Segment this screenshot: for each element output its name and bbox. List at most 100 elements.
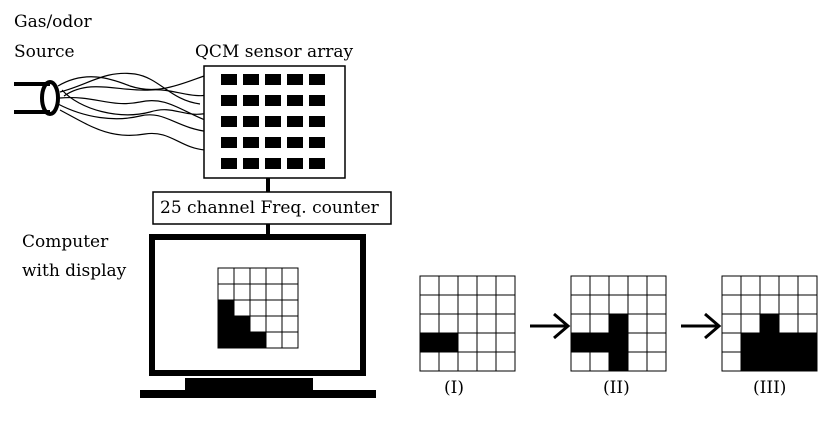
grid-cell-active bbox=[759, 313, 780, 334]
grid-cell-active bbox=[217, 315, 235, 333]
grid-cell-active bbox=[797, 332, 818, 353]
sensor-element bbox=[309, 137, 325, 148]
grid-cell-active bbox=[608, 351, 629, 372]
grid-cell bbox=[249, 267, 267, 285]
pattern-label-2: (II) bbox=[603, 378, 630, 398]
gas-flow-lines bbox=[57, 72, 216, 151]
grid-cell bbox=[281, 315, 299, 333]
monitor-base bbox=[140, 390, 376, 398]
gas-source-label-line1: Gas/odor bbox=[14, 12, 92, 32]
grid-cell bbox=[476, 294, 497, 315]
sensor-element bbox=[221, 116, 237, 127]
grid-cell bbox=[495, 351, 516, 372]
grid-cell-active bbox=[233, 315, 251, 333]
arrow-2-to-3 bbox=[681, 312, 722, 340]
grid-cell bbox=[627, 294, 648, 315]
grid-cell bbox=[419, 294, 440, 315]
grid-cell bbox=[281, 267, 299, 285]
grid-cell-active bbox=[589, 332, 610, 353]
grid-cell bbox=[589, 294, 610, 315]
grid-cell bbox=[217, 283, 235, 301]
grid-cell bbox=[457, 313, 478, 334]
grid-cell bbox=[721, 294, 742, 315]
grid-cell bbox=[217, 267, 235, 285]
sensor-elements bbox=[221, 74, 325, 169]
grid-cell bbox=[249, 299, 267, 317]
grid-cell bbox=[457, 332, 478, 353]
sensor-array-label: QCM sensor array bbox=[195, 42, 354, 62]
freq-counter-box bbox=[152, 191, 392, 225]
grid-cell bbox=[419, 275, 440, 296]
sensor-element bbox=[243, 116, 259, 127]
grid-cell bbox=[627, 275, 648, 296]
grid-cell bbox=[233, 299, 251, 317]
sensor-element bbox=[309, 74, 325, 85]
grid-cell bbox=[495, 332, 516, 353]
monitor-stand bbox=[185, 378, 313, 390]
grid-cell bbox=[646, 294, 667, 315]
grid-cell bbox=[281, 299, 299, 317]
grid-cell bbox=[608, 294, 629, 315]
grid-cell bbox=[495, 294, 516, 315]
grid-cell bbox=[721, 313, 742, 334]
grid-cell-active bbox=[740, 332, 761, 353]
grid-cell-active bbox=[778, 351, 799, 372]
grid-cell bbox=[476, 351, 497, 372]
sensor-element bbox=[221, 74, 237, 85]
sensor-element bbox=[265, 116, 281, 127]
grid-cell-active bbox=[217, 299, 235, 317]
grid-cell-active bbox=[438, 332, 459, 353]
grid-cell bbox=[476, 275, 497, 296]
grid-cell bbox=[721, 275, 742, 296]
grid-cell bbox=[608, 275, 629, 296]
grid-cell bbox=[476, 332, 497, 353]
grid-cell-active bbox=[249, 331, 267, 349]
pattern-label-1: (I) bbox=[444, 378, 464, 398]
pattern-grid-2 bbox=[570, 275, 667, 372]
grid-cell bbox=[797, 313, 818, 334]
grid-cell bbox=[249, 315, 267, 333]
grid-cell bbox=[589, 351, 610, 372]
grid-cell bbox=[646, 275, 667, 296]
grid-cell bbox=[476, 313, 497, 334]
sensor-element bbox=[243, 74, 259, 85]
grid-cell bbox=[233, 283, 251, 301]
grid-cell bbox=[646, 313, 667, 334]
grid-cell-active bbox=[608, 332, 629, 353]
grid-cell bbox=[265, 315, 283, 333]
sensor-element bbox=[221, 137, 237, 148]
grid-cell bbox=[438, 275, 459, 296]
grid-cell bbox=[759, 294, 780, 315]
sensor-element bbox=[309, 158, 325, 169]
sensor-element bbox=[243, 158, 259, 169]
grid-cell bbox=[721, 332, 742, 353]
sensor-element bbox=[287, 116, 303, 127]
grid-cell bbox=[457, 294, 478, 315]
sensor-element bbox=[243, 137, 259, 148]
grid-cell bbox=[281, 283, 299, 301]
sensor-element bbox=[243, 95, 259, 106]
display-pattern-grid bbox=[217, 267, 299, 349]
grid-cell bbox=[627, 313, 648, 334]
arrow-1-to-2 bbox=[530, 312, 571, 340]
grid-cell bbox=[778, 275, 799, 296]
grid-cell bbox=[627, 351, 648, 372]
grid-cell bbox=[495, 275, 516, 296]
grid-cell bbox=[740, 313, 761, 334]
grid-cell bbox=[281, 331, 299, 349]
sensor-element bbox=[309, 95, 325, 106]
sensor-element bbox=[287, 74, 303, 85]
gas-source-label-line2: Source bbox=[14, 42, 75, 62]
grid-cell bbox=[740, 294, 761, 315]
sensor-element bbox=[287, 137, 303, 148]
sensor-element bbox=[287, 158, 303, 169]
sensor-element bbox=[265, 158, 281, 169]
grid-cell bbox=[438, 351, 459, 372]
sensor-element bbox=[221, 158, 237, 169]
grid-cell bbox=[797, 275, 818, 296]
grid-cell bbox=[265, 267, 283, 285]
grid-cell bbox=[759, 275, 780, 296]
grid-cell bbox=[570, 313, 591, 334]
sensor-element bbox=[265, 137, 281, 148]
grid-cell-active bbox=[740, 351, 761, 372]
